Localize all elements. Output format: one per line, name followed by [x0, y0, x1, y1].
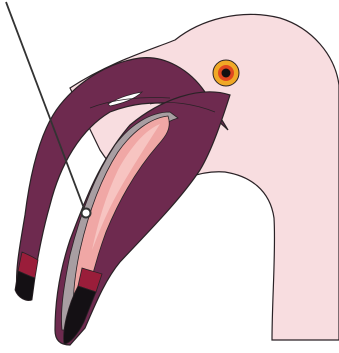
flamingo-eye-icon: [213, 60, 239, 86]
pointer-circle-icon: [82, 209, 91, 218]
